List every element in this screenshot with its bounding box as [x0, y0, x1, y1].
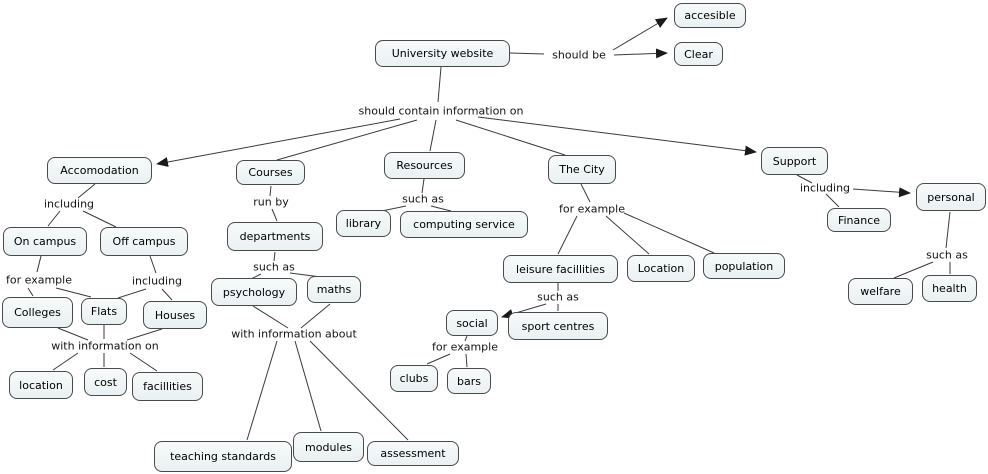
edge-contains-thecity [455, 119, 566, 156]
link-label-for-example-social[interactable]: for example [432, 340, 498, 354]
edge-university-shouldbe [509, 52, 545, 55]
edge-courses-runby [269, 185, 272, 197]
node-social[interactable]: social [446, 310, 498, 336]
link-label-should-contain-information-on[interactable]: should contain information on [358, 104, 524, 118]
edge-withabout-teaching [246, 340, 278, 441]
link-label-including-accomodation[interactable]: including [43, 197, 95, 211]
node-clubs[interactable]: clubs [390, 365, 438, 392]
link-label-such-as-leisure[interactable]: such as [537, 290, 579, 304]
node-psychology[interactable]: psychology [211, 278, 297, 306]
edge-forexample-bars [465, 353, 468, 368]
edge-forexample-colleges [27, 287, 34, 297]
node-the-city[interactable]: The City [548, 155, 616, 184]
node-houses[interactable]: Houses [143, 301, 207, 329]
edge-university-contains [437, 66, 442, 103]
node-teaching-standards[interactable]: teaching standards [154, 441, 292, 472]
edge-contains-courses [276, 119, 418, 161]
node-bars[interactable]: bars [447, 368, 491, 394]
edge-including-personal [852, 187, 911, 198]
node-welfare[interactable]: welfare [848, 278, 913, 305]
link-label-including-offcampus[interactable]: including [131, 274, 183, 288]
link-label-run-by[interactable]: run by [253, 195, 289, 209]
edge-including-finance [825, 193, 840, 208]
edge-forexample-clubs [426, 353, 451, 365]
node-location-city[interactable]: Location [627, 255, 695, 282]
node-population[interactable]: population [703, 253, 785, 279]
edge-support-including [796, 174, 813, 184]
link-label-for-example-city[interactable]: for example [559, 202, 625, 216]
edge-shouldbe-clear [613, 48, 668, 59]
node-library[interactable]: library [336, 210, 391, 237]
node-support[interactable]: Support [761, 147, 828, 175]
node-departments[interactable]: departments [227, 222, 323, 251]
link-label-should-be[interactable]: should be [552, 48, 606, 62]
edge-including2-flats [117, 288, 147, 299]
link-label-for-example-oncampus[interactable]: for example [6, 273, 72, 287]
edge-psychology-withabout [252, 305, 289, 329]
edge-city-forexample [580, 183, 591, 203]
node-modules[interactable]: modules [293, 432, 364, 462]
link-label-such-as-resources[interactable]: such as [402, 192, 444, 206]
edge-including-offcampus [82, 210, 117, 228]
node-computing-service[interactable]: computing service [400, 211, 528, 238]
node-accesible[interactable]: accesible [674, 3, 746, 28]
edge-forexample-location [605, 215, 650, 255]
edge-withinfo-facillities [129, 352, 158, 372]
edge-withinfo-location [52, 352, 79, 371]
node-clear[interactable]: Clear [674, 42, 723, 66]
edge-resources-suchas [421, 178, 425, 194]
edge-suchas-computing [430, 205, 452, 212]
node-colleges[interactable]: Colleges [2, 297, 73, 328]
edge-including2-houses [161, 288, 173, 301]
node-finance[interactable]: Finance [827, 208, 891, 232]
link-label-with-information-on[interactable]: with information on [51, 339, 159, 353]
edge-withabout-modules [294, 340, 322, 432]
edge-forexample-leisure [557, 215, 578, 255]
edge-suchas-welfare [893, 261, 934, 279]
node-sport-centres[interactable]: sport centres [508, 312, 608, 340]
edge-contains-accomodation [156, 118, 401, 167]
edge-shouldbe-accesible [612, 17, 668, 51]
node-resources[interactable]: Resources [384, 152, 465, 179]
node-location-info[interactable]: location [9, 371, 73, 399]
node-facillities[interactable]: facillities [132, 372, 203, 401]
edge-colleges-withinfo [57, 327, 89, 341]
node-accomodation[interactable]: Accomodation [47, 157, 152, 184]
node-assessment[interactable]: assessment [367, 441, 459, 466]
node-leisure-facillities[interactable]: leisure facillities [503, 255, 618, 283]
edge-including-oncampus [47, 210, 61, 227]
edge-accomodation-including [77, 183, 96, 199]
node-flats[interactable]: Flats [81, 298, 127, 325]
edge-personal-suchas [945, 211, 951, 249]
node-courses[interactable]: Courses [236, 160, 305, 185]
edge-departments-suchas [273, 251, 276, 262]
edge-oncampus-forexample [36, 255, 42, 273]
link-label-such-as-personal[interactable]: such as [926, 248, 968, 262]
edge-runby-departments [271, 208, 278, 222]
edge-forexample-flats [55, 287, 92, 298]
edge-contains-support [477, 116, 757, 156]
node-maths[interactable]: maths [307, 276, 361, 303]
edge-withabout-assessment [309, 340, 409, 441]
link-label-such-as-departments[interactable]: such as [253, 260, 295, 274]
link-label-including-support[interactable]: including [799, 181, 851, 195]
node-health[interactable]: health [922, 275, 977, 302]
link-label-with-information-about[interactable]: with information about [231, 327, 357, 341]
node-personal[interactable]: personal [916, 183, 986, 211]
edge-contains-resources [429, 119, 437, 152]
node-university-website[interactable]: University website [375, 40, 510, 67]
edge-maths-withabout [300, 303, 331, 329]
edge-forexample-population [623, 212, 715, 254]
node-off-campus[interactable]: Off campus [100, 227, 188, 256]
node-cost[interactable]: cost [84, 368, 127, 396]
node-on-campus[interactable]: On campus [3, 227, 87, 256]
edge-houses-withinfo [126, 328, 163, 341]
edge-offcampus-including2 [149, 255, 157, 274]
edge-social-forexample [464, 335, 468, 342]
